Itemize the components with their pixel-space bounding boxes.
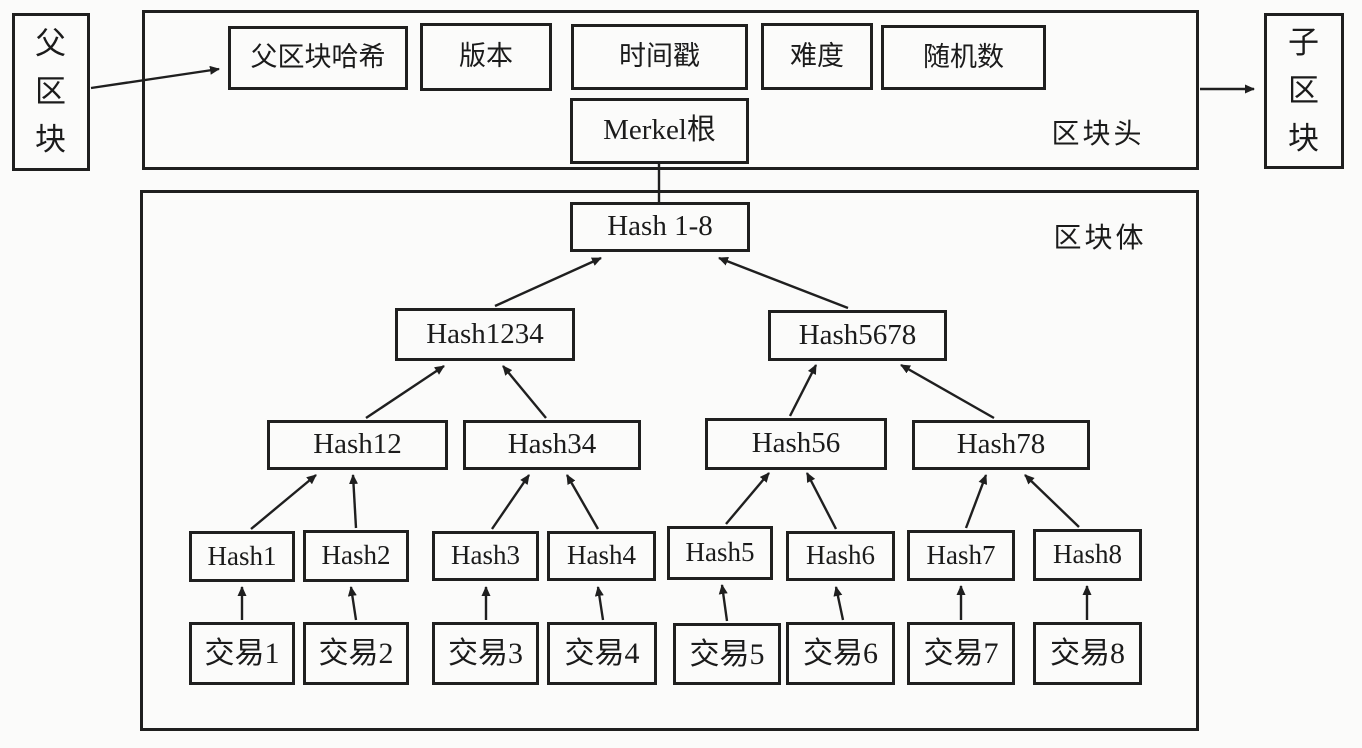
- block-body-label: 区块体: [1053, 223, 1147, 254]
- parent-block-node: 父区块: [12, 13, 90, 171]
- tree-leaf-hash2: Hash2: [303, 530, 409, 582]
- field-nonce: 随机数: [881, 25, 1046, 90]
- tree-leaf-hash8: Hash8: [1033, 529, 1142, 581]
- block-header-label: 区块头: [1051, 119, 1145, 150]
- tree-leaf-hash1: Hash1: [189, 531, 295, 582]
- transaction-8: 交易8: [1033, 622, 1142, 685]
- tree-leaf-hash4: Hash4: [547, 531, 656, 581]
- child-block-label: 子区块: [1288, 24, 1320, 157]
- tree-leaf-hash6: Hash6: [786, 531, 895, 581]
- transaction-1: 交易1: [189, 622, 295, 685]
- field-parent-hash: 父区块哈希: [228, 26, 408, 90]
- tree-leaf-hash7: Hash7: [907, 530, 1015, 581]
- transaction-3: 交易3: [432, 622, 539, 685]
- block-body-container: [140, 190, 1199, 731]
- parent-block-label: 父区块: [35, 25, 67, 158]
- block-header-container: [142, 10, 1199, 170]
- field-timestamp: 时间戳: [571, 24, 748, 90]
- tree-node-hash78: Hash78: [912, 420, 1090, 470]
- field-version: 版本: [420, 23, 552, 91]
- child-block-node: 子区块: [1264, 13, 1344, 169]
- tree-root-hash18: Hash 1-8: [570, 202, 750, 252]
- tree-node-hash12: Hash12: [267, 420, 448, 470]
- transaction-6: 交易6: [786, 622, 895, 685]
- tree-node-hash56: Hash56: [705, 418, 887, 470]
- tree-node-hash1234: Hash1234: [395, 308, 575, 361]
- transaction-5: 交易5: [673, 623, 781, 685]
- field-difficulty: 难度: [761, 23, 873, 90]
- tree-node-hash5678: Hash5678: [768, 310, 947, 361]
- tree-leaf-hash5: Hash5: [667, 526, 773, 580]
- transaction-4: 交易4: [547, 622, 657, 685]
- transaction-7: 交易7: [907, 622, 1015, 685]
- transaction-2: 交易2: [303, 622, 409, 685]
- tree-leaf-hash3: Hash3: [432, 531, 539, 581]
- merkle-root-node: Merkel根: [570, 98, 749, 164]
- tree-node-hash34: Hash34: [463, 420, 641, 470]
